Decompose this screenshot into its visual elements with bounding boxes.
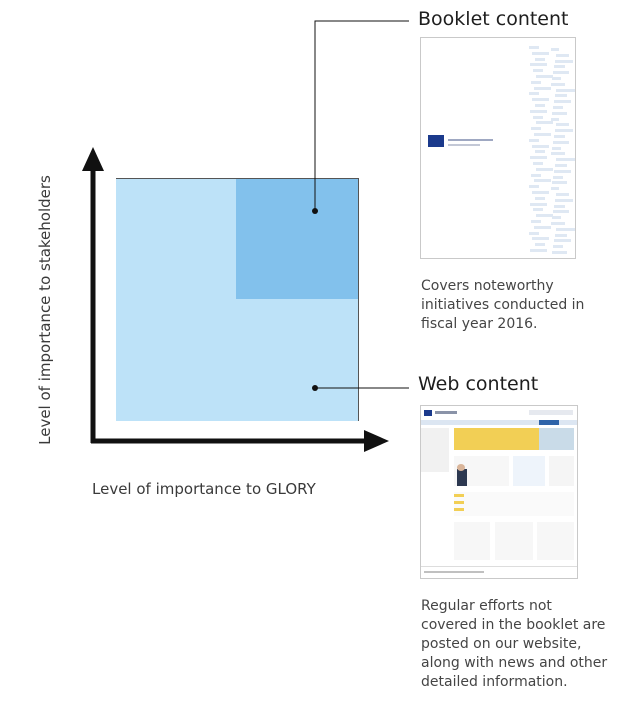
web-description: Regular efforts not covered in the bookl…: [421, 598, 608, 690]
booklet-description: Covers noteworthy initiatives conducted …: [421, 278, 585, 332]
booklet-content-region: [236, 178, 359, 299]
booklet-logo: [428, 135, 444, 147]
x-axis-label: Level of importance to GLORY: [92, 480, 316, 498]
y-axis-label: Level of importance to stakeholders: [36, 175, 54, 445]
matrix-frame: [116, 178, 359, 421]
web-content-title: Web content: [418, 373, 539, 395]
booklet-leader-line: [314, 20, 409, 211]
booklet-thumbnail: [420, 37, 576, 259]
website-thumbnail: [420, 405, 578, 579]
booklet-content-title: Booklet content: [418, 8, 569, 30]
y-axis-arrow-icon: [82, 147, 104, 171]
x-axis-arrow-icon: [364, 430, 389, 452]
